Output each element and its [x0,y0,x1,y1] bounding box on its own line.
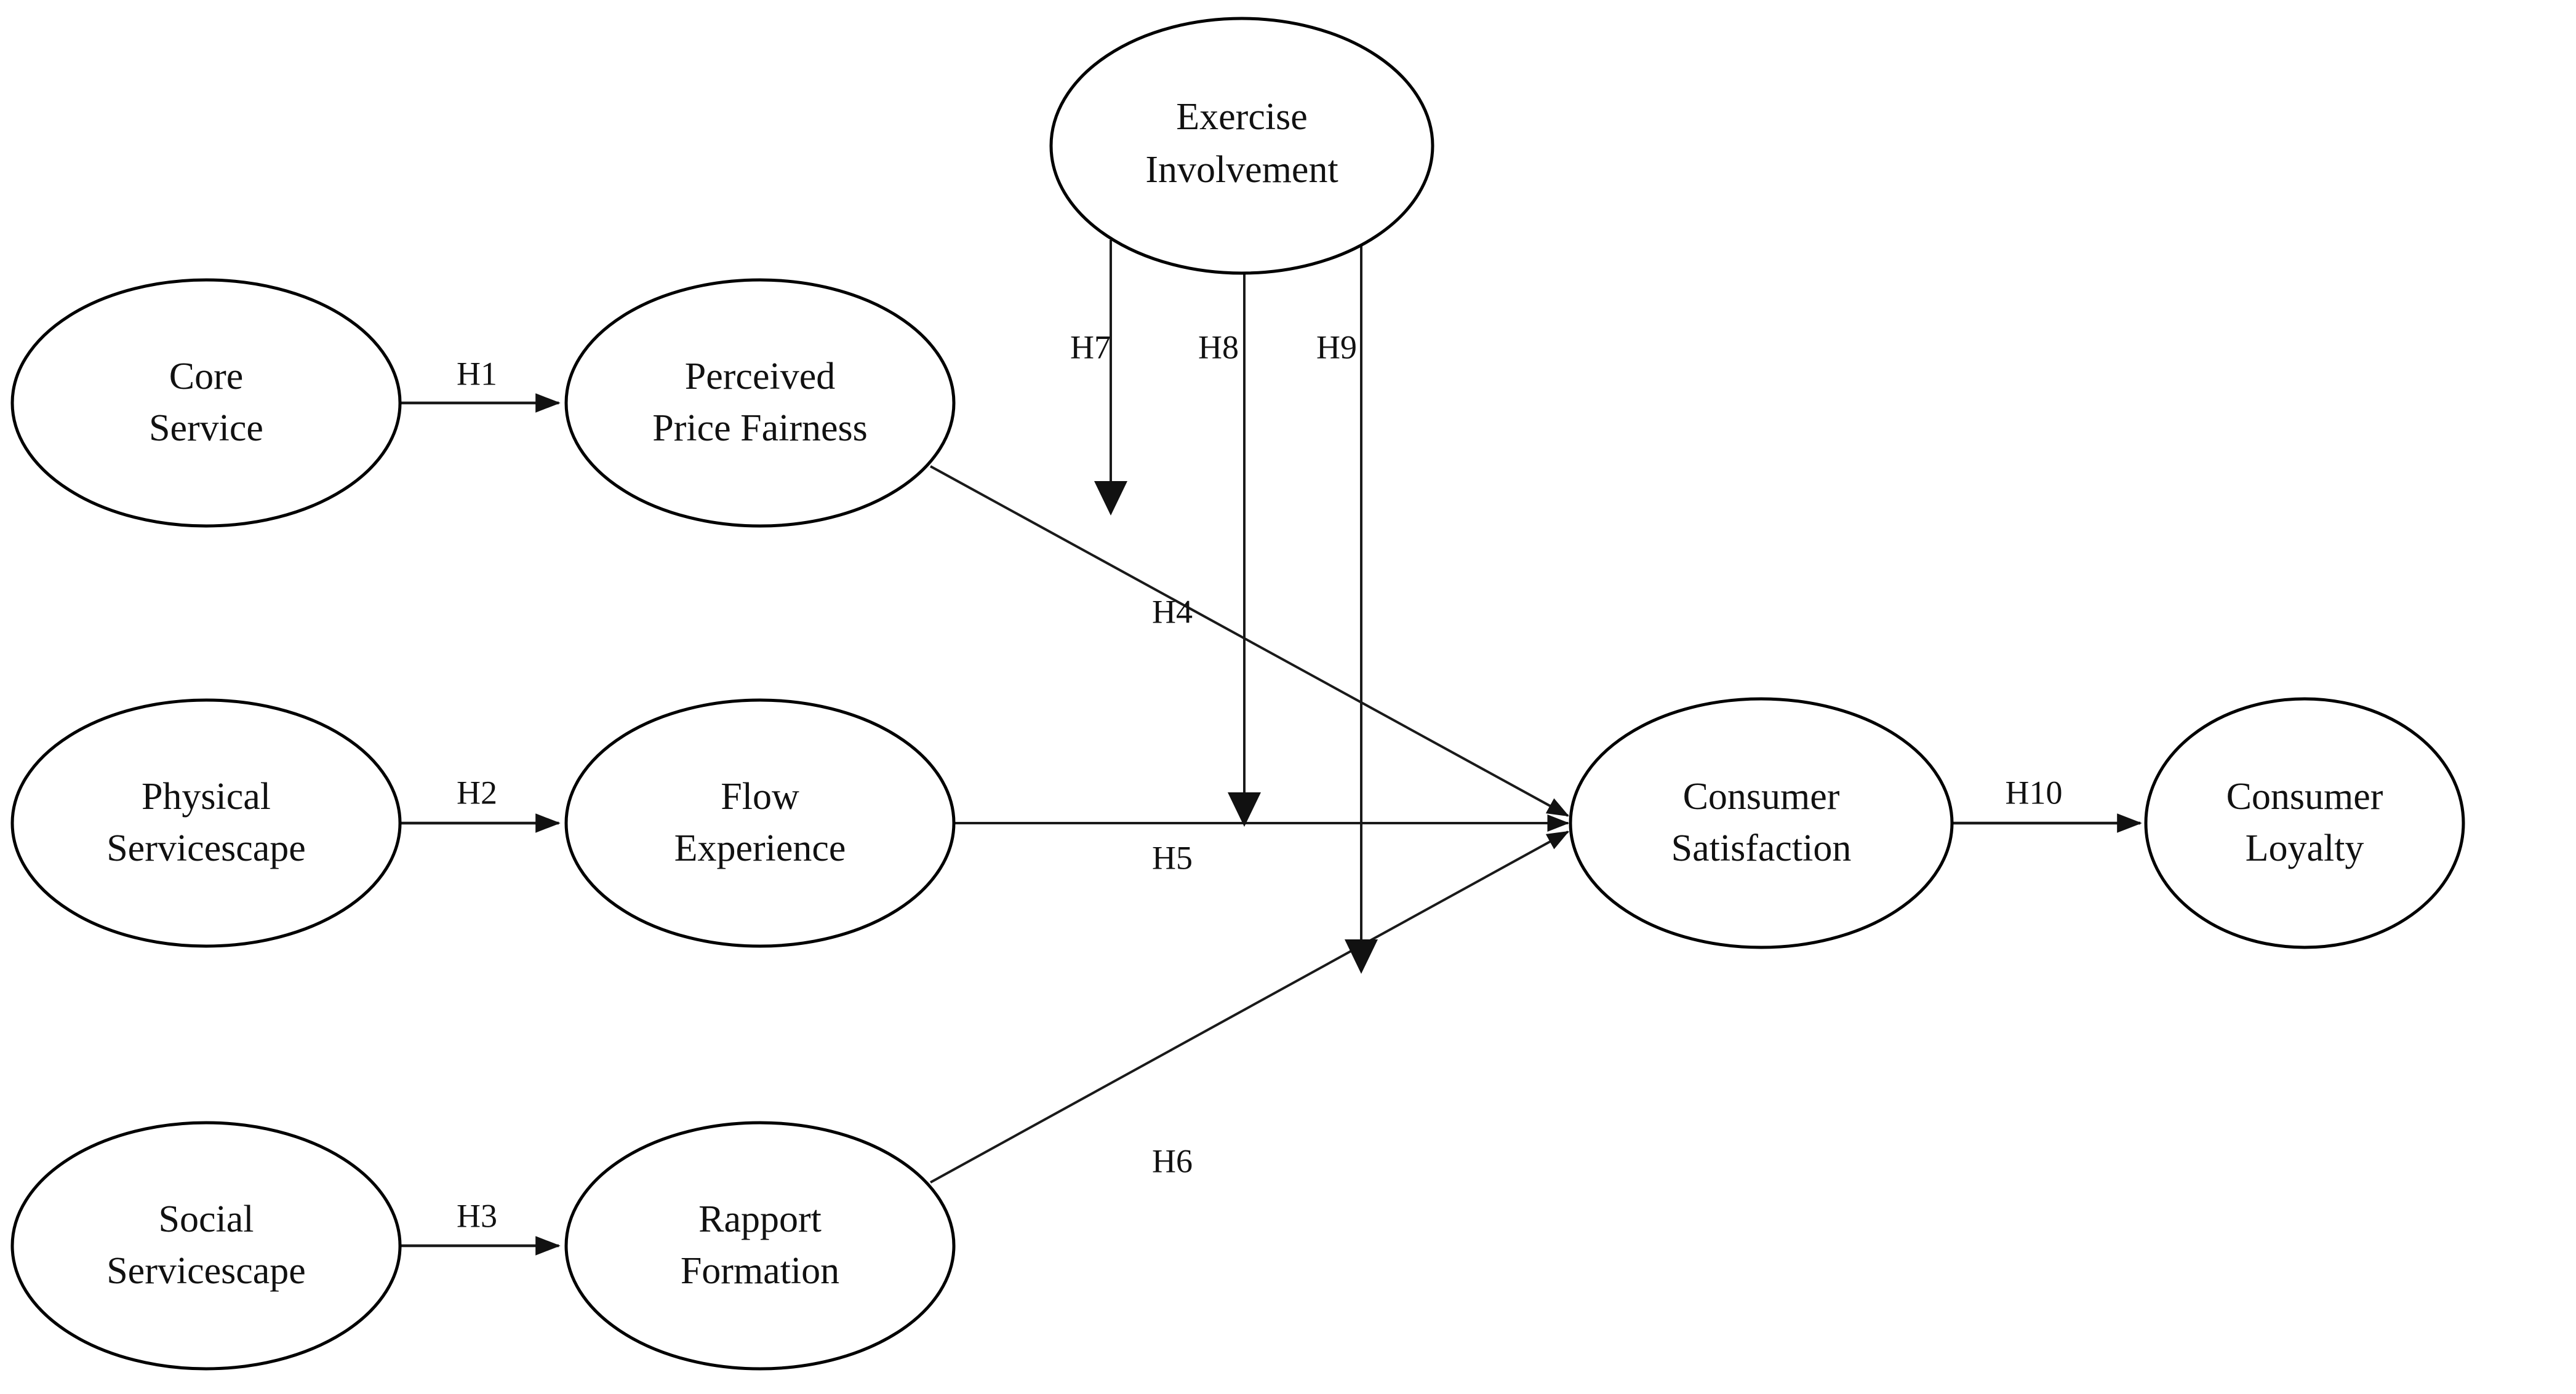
node-rapport-formation-label-line2: Formation [681,1250,839,1292]
edge-h8: H8 [1198,273,1253,818]
moderator-arrow-tips [1094,481,1378,974]
edge-h10-label: H10 [2006,774,2063,811]
edge-h8-label: H8 [1198,329,1239,365]
edge-h7-label: H7 [1070,329,1111,365]
node-exercise-involvement-label-line1: Exercise [1176,96,1307,138]
node-core-service-shape[interactable] [10,278,402,528]
node-consumer-loyalty-shape[interactable] [2144,697,2465,949]
node-flow-experience-shape[interactable] [564,698,956,948]
node-flow-experience-label-line2: Experience [674,827,846,869]
node-exercise-involvement[interactable]: Exercise Involvement [1049,17,1434,275]
arrow-tip-h7 [1094,481,1127,516]
node-consumer-loyalty-label-line2: Loyalty [2246,827,2364,869]
node-exercise-involvement-label-line2: Involvement [1145,149,1338,191]
node-consumer-loyalty-label-line1: Consumer [2226,776,2383,818]
node-rapport-formation-label-line1: Rapport [698,1198,822,1240]
node-physical-servicescape-label-line2: Servicescape [106,827,306,869]
node-core-service-label-line1: Core [169,356,244,397]
arrow-tip-h8 [1228,792,1261,827]
edge-h1: H1 [400,355,561,413]
node-consumer-satisfaction[interactable]: Consumer Satisfaction [1569,697,1954,949]
node-physical-servicescape[interactable]: Physical Servicescape [10,698,402,948]
edge-h10: H10 [1952,774,2142,833]
node-flow-experience[interactable]: Flow Experience [564,698,956,948]
edge-h6-line [930,830,1570,1184]
node-social-servicescape-label-line2: Servicescape [106,1250,306,1292]
edge-h4: H4 [930,465,1570,817]
node-physical-servicescape-shape[interactable] [10,698,402,948]
node-consumer-loyalty[interactable]: Consumer Loyalty [2144,697,2465,949]
edge-h3: H3 [400,1197,561,1256]
node-consumer-satisfaction-label-line2: Satisfaction [1671,827,1852,869]
edge-h2-label: H2 [457,774,497,811]
node-perceived-price-fairness[interactable]: Perceived Price Fairness [564,278,956,528]
node-social-servicescape[interactable]: Social Servicescape [10,1121,402,1371]
node-perceived-price-fairness-label-line1: Perceived [685,356,835,397]
node-exercise-involvement-shape[interactable] [1049,17,1434,275]
node-flow-experience-label-line1: Flow [721,776,799,818]
node-rapport-formation-shape[interactable] [564,1121,956,1371]
node-perceived-price-fairness-shape[interactable] [564,278,956,528]
edge-h1-label: H1 [457,355,497,392]
node-core-service[interactable]: Core Service [10,278,402,528]
arrow-tip-h9 [1345,939,1378,974]
node-perceived-price-fairness-label-line2: Price Fairness [652,407,868,449]
node-social-servicescape-label-line1: Social [159,1198,254,1240]
node-social-servicescape-shape[interactable] [10,1121,402,1371]
edge-h7: H7 [1070,240,1119,505]
edge-h9-label: H9 [1316,329,1357,365]
edge-h3-label: H3 [457,1197,497,1234]
edge-h6-label: H6 [1152,1142,1193,1179]
edge-h5: H5 [954,814,1570,876]
edge-h5-label: H5 [1152,839,1193,876]
node-core-service-label-line2: Service [149,407,263,449]
edge-h2: H2 [400,774,561,833]
node-physical-servicescape-label-line1: Physical [142,776,271,818]
edge-h9: H9 [1316,240,1370,965]
node-consumer-satisfaction-label-line1: Consumer [1683,776,1840,818]
edge-h4-label: H4 [1152,593,1193,630]
edge-h6: H6 [930,830,1570,1184]
node-consumer-satisfaction-shape[interactable] [1569,697,1954,949]
node-rapport-formation[interactable]: Rapport Formation [564,1121,956,1371]
edge-h4-line [930,465,1570,817]
